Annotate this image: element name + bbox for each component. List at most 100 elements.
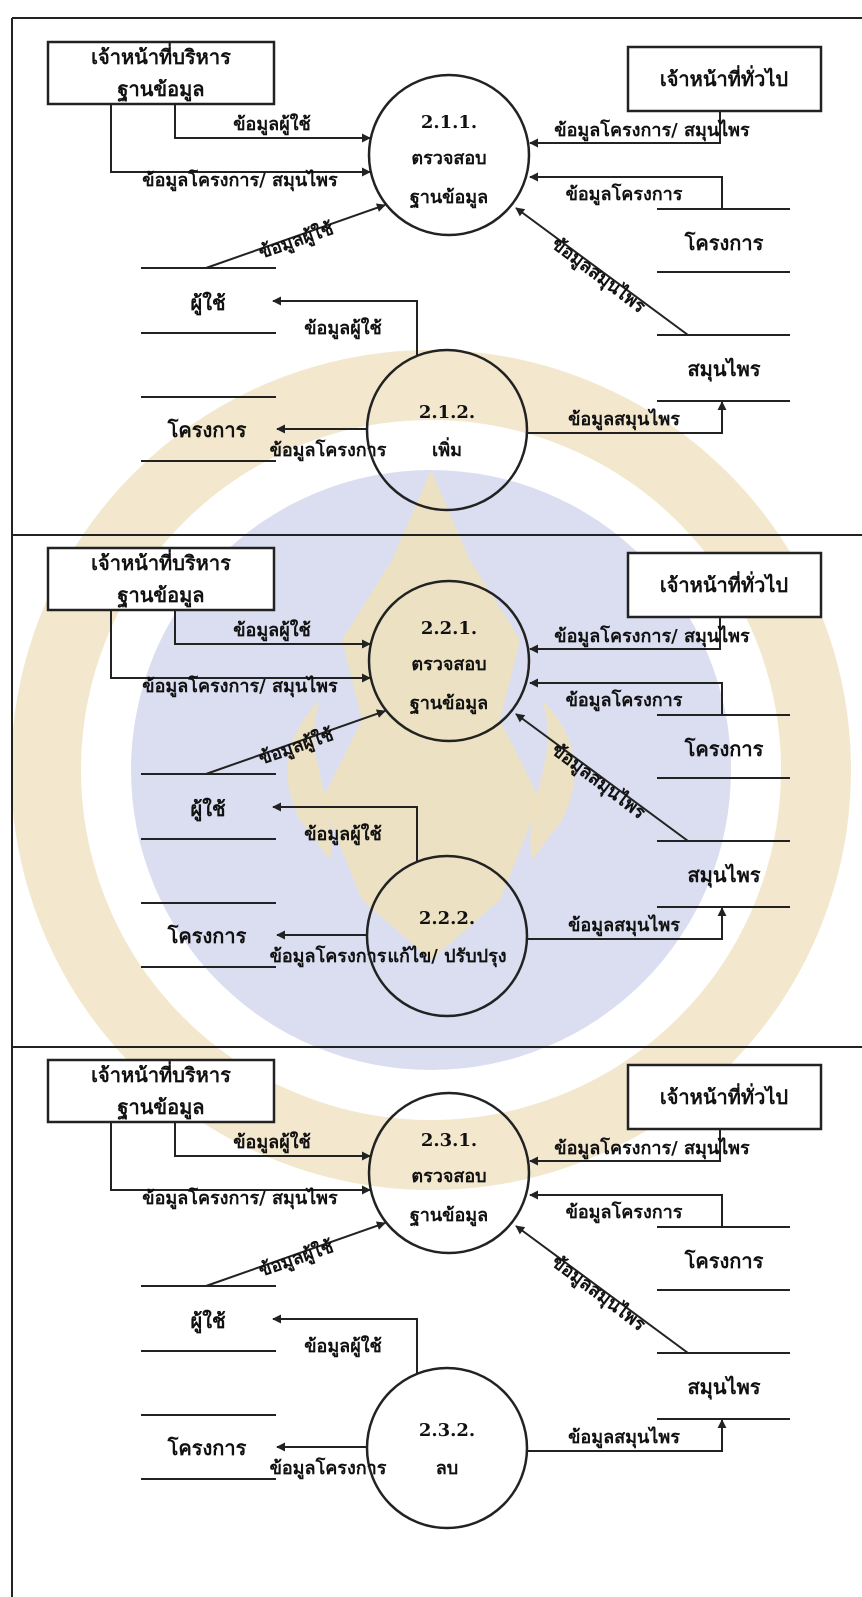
flow-op-to-user-store (272, 1314, 418, 1374)
check-process-id: 2.2.1. (421, 618, 477, 639)
flow-project-store-to-check (529, 172, 723, 209)
check-process-circle (367, 579, 531, 743)
seal-outer-ring (11, 350, 851, 1190)
flow-op-to-herb-store (527, 1419, 727, 1452)
admin-entity-box (46, 40, 276, 106)
flow-herb-store-to-check (515, 713, 689, 842)
flow-op-to-herb-store (527, 907, 727, 940)
project-store-left-label: โครงการ (167, 1436, 247, 1460)
flow-admin-project-herb-label: ข้อมูลโครงการ/ สมุนไพร (142, 1187, 338, 1210)
general-staff-entity-box (626, 45, 823, 113)
project-store-right-label: โครงการ (684, 231, 764, 255)
general-staff-entity-label: เจ้าหน้าที่ทั่วไป (660, 570, 788, 597)
flow-herb-store-to-check-label: ข้อมูลสมุนไพร (547, 233, 650, 319)
admin-entity-box (46, 1058, 276, 1124)
flow-op-to-user-store-label: ข้อมูลผู้ใช้ (304, 317, 382, 340)
flow-op-to-user-store-label: ข้อมูลผู้ใช้ (304, 823, 382, 846)
flow-project-store-to-check-label: ข้อมูลโครงการ (566, 1201, 683, 1224)
check-process-name: ตรวจสอบ (411, 1166, 486, 1187)
project-store-right-label: โครงการ (684, 737, 764, 761)
check-process-name: ตรวจสอบ (411, 654, 486, 675)
university-seal-watermark (11, 350, 851, 1190)
flow-staff-project-herb-label: ข้อมูลโครงการ/ สมุนไพร (554, 119, 750, 142)
flow-admin-user-data (174, 104, 371, 143)
flow-op-to-herb-store (527, 401, 727, 434)
flow-admin-project-herb (110, 104, 371, 177)
seal-flame-left (287, 700, 332, 860)
admin-entity-label: เจ้าหน้าที่บริหาร (91, 1060, 231, 1087)
user-store-label: ผู้ใช้ (190, 1309, 225, 1335)
seal-flame-right (530, 700, 575, 860)
flow-user-store-to-check-label: ข้อมูลผู้ใช้ (256, 1235, 337, 1282)
flow-staff-project-herb (529, 111, 721, 148)
operation-process-name: เพิ่ม (432, 437, 462, 461)
flow-admin-project-herb (110, 1122, 371, 1195)
flow-staff-project-herb-label: ข้อมูลโครงการ/ สมุนไพร (554, 625, 750, 648)
flow-admin-user-data-label: ข้อมูลผู้ใช้ (233, 1131, 311, 1154)
herb-store-label: สมุนไพร (687, 357, 760, 382)
check-process-name: ตรวจสอบ (411, 148, 486, 169)
flow-user-store-to-check (205, 709, 386, 775)
flow-project-store-to-check-label: ข้อมูลโครงการ (566, 689, 683, 712)
admin-entity-label: เจ้าหน้าที่บริหาร (91, 548, 231, 575)
flow-admin-user-data (174, 1122, 371, 1161)
project-store-left-label: โครงการ (167, 924, 247, 948)
herb-store-label: สมุนไพร (687, 1375, 760, 1400)
project-store-right-label: โครงการ (684, 1249, 764, 1273)
flow-op-to-project-store-label: ข้อมูลโครงการ (270, 1457, 387, 1480)
user-store-label: ผู้ใช้ (190, 797, 225, 823)
admin-entity-label-2: ฐานข้อมูล (117, 583, 204, 609)
check-process-name-2: ฐานข้อมูล (410, 187, 488, 209)
flow-project-store-to-check-label: ข้อมูลโครงการ (566, 183, 683, 206)
operation-process-circle (365, 1366, 529, 1530)
check-process-name-2: ฐานข้อมูล (410, 693, 488, 715)
admin-entity-label: เจ้าหน้าที่บริหาร (91, 42, 231, 69)
seal-emblem (322, 470, 540, 960)
flow-herb-store-to-check-label: ข้อมูลสมุนไพร (547, 1251, 650, 1337)
admin-entity-box (46, 546, 276, 612)
general-staff-entity-box (626, 551, 823, 619)
flow-staff-project-herb (529, 1129, 721, 1166)
flow-user-store-to-check-label: ข้อมูลผู้ใช้ (256, 217, 337, 264)
flow-op-to-project-store-label: ข้อมูลโครงการ (270, 945, 387, 968)
admin-entity-label-2: ฐานข้อมูล (117, 77, 204, 103)
user-store-label: ผู้ใช้ (190, 291, 225, 317)
flow-admin-user-data (174, 610, 371, 649)
flow-admin-project-herb (110, 610, 371, 683)
flow-admin-user-data-label: ข้อมูลผู้ใช้ (233, 619, 311, 642)
flow-herb-store-to-check (515, 207, 689, 336)
flow-admin-project-herb-label: ข้อมูลโครงการ/ สมุนไพร (142, 675, 338, 698)
operation-process-id: 2.3.2. (419, 1420, 475, 1441)
flow-op-to-user-store (272, 802, 418, 862)
flow-project-store-to-check (529, 1190, 723, 1227)
flow-herb-store-to-check (515, 1225, 689, 1354)
operation-process-id: 2.1.2. (419, 402, 475, 423)
operation-process-name: ลบ (436, 1458, 458, 1479)
check-process-name-2: ฐานข้อมูล (410, 1205, 488, 1227)
flow-op-to-user-store (272, 296, 418, 356)
operation-process-name: แก้ไข/ ปรับปรุง (387, 945, 506, 968)
flow-op-to-herb-store-label: ข้อมูลสมุนไพร (568, 1426, 680, 1449)
flow-user-store-to-check (205, 1221, 386, 1287)
admin-entity-label-2: ฐานข้อมูล (117, 1095, 204, 1121)
flow-user-store-to-check (205, 203, 386, 269)
flow-staff-project-herb (529, 617, 721, 654)
general-staff-entity-label: เจ้าหน้าที่ทั่วไป (660, 64, 788, 91)
flow-staff-project-herb-label: ข้อมูลโครงการ/ สมุนไพร (554, 1137, 750, 1160)
check-process-circle (367, 73, 531, 237)
flow-op-to-herb-store-label: ข้อมูลสมุนไพร (568, 914, 680, 937)
flow-op-to-project-store-label: ข้อมูลโครงการ (270, 439, 387, 462)
flow-op-to-user-store-label: ข้อมูลผู้ใช้ (304, 1335, 382, 1358)
project-store-left-label: โครงการ (167, 418, 247, 442)
flow-admin-user-data-label: ข้อมูลผู้ใช้ (233, 113, 311, 136)
flow-op-to-herb-store-label: ข้อมูลสมุนไพร (568, 408, 680, 431)
flow-admin-project-herb-label: ข้อมูลโครงการ/ สมุนไพร (142, 169, 338, 192)
general-staff-entity-label: เจ้าหน้าที่ทั่วไป (660, 1082, 788, 1109)
check-process-id: 2.3.1. (421, 1130, 477, 1151)
page-frame (11, 17, 862, 1597)
general-staff-entity-box (626, 1063, 823, 1131)
operation-process-id: 2.2.2. (419, 908, 475, 929)
